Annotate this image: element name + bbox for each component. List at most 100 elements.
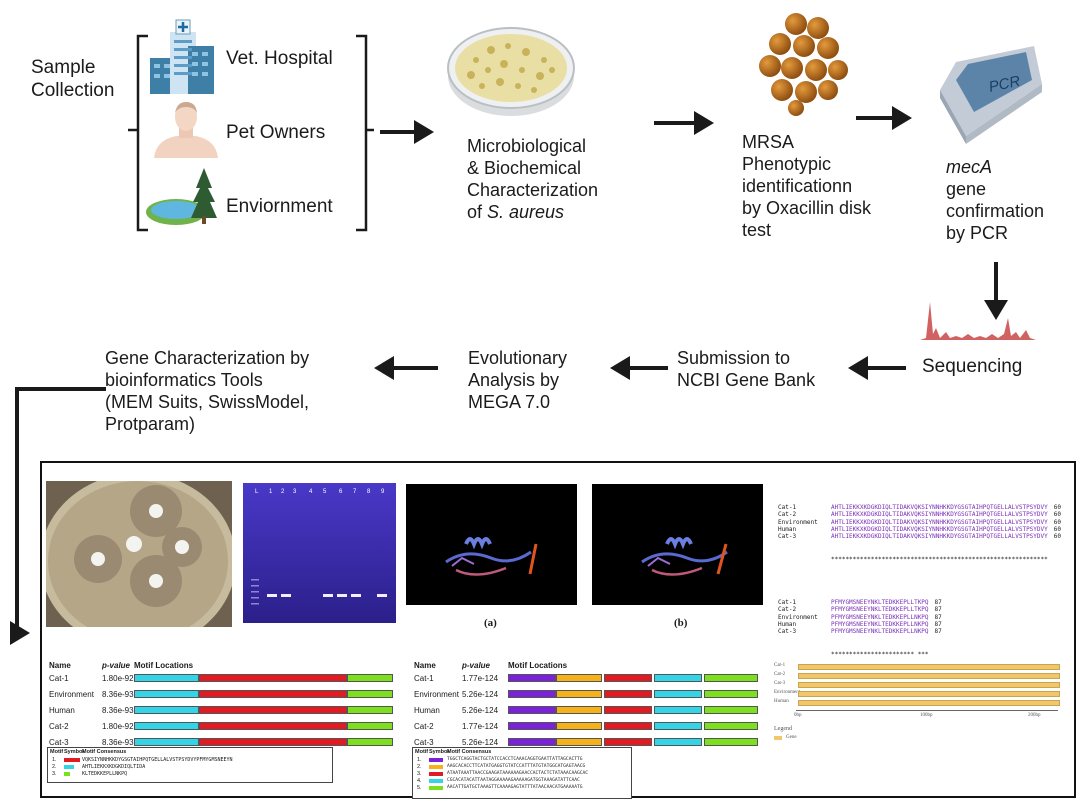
- motif-block-red: [604, 674, 652, 682]
- motif-block-cyan: [654, 706, 702, 714]
- motif1-legend-seq: KLTEDKKEPLLNKPQ: [82, 771, 128, 777]
- motif2-track: [412, 690, 762, 698]
- alignment-position: 60: [1053, 511, 1061, 519]
- motif-block-purple: [508, 738, 556, 746]
- motif-block-purple: [508, 690, 556, 698]
- alignment-seq-name: Environment: [778, 613, 818, 621]
- source-bracket-left: [136, 34, 148, 232]
- alignment-sequence: PFMYGMSNEEYNKLTEDKKEPLLNKPQ: [831, 613, 929, 621]
- pcr-machine-icon: PCR: [940, 46, 1042, 144]
- gel-lane-8: 8: [367, 489, 371, 495]
- motif1-row-pvalue: 8.36e-93: [102, 690, 134, 699]
- motif-block-green: [704, 690, 758, 698]
- motif2-track: [412, 706, 762, 714]
- motif2-legend-seq: AAGCACACCTTCATATGAGGTGTATCCATTTATGTATGGC…: [447, 764, 586, 769]
- motif2-legend-symbol: [429, 779, 443, 783]
- alignment-conservation-1: ****************************************…: [831, 555, 1048, 563]
- step-sequencing: Sequencing: [922, 356, 1023, 377]
- motif-block-green: [347, 674, 393, 682]
- alignment-seq-name: Cat-1: [778, 503, 797, 511]
- motif2-row-name: Human: [414, 706, 440, 715]
- gel-lane-3: 3: [293, 489, 297, 495]
- alignment-position: 60: [1053, 518, 1061, 526]
- track-axis: [796, 710, 1058, 711]
- motif-block-green: [704, 738, 758, 746]
- track-gene-bar: [798, 682, 1060, 688]
- gel-lane-2: 2: [281, 489, 285, 495]
- disk-diffusion-photo: [46, 481, 232, 627]
- lake-tree-icon: [146, 168, 217, 225]
- alignment-seq-name: Human: [778, 620, 797, 628]
- gel-lane-7: 7: [353, 489, 357, 495]
- alignment-sequence: AHTLIEKKXKDGKDIQLTIDAKVQKSIYNNHKKDYGSGTA…: [831, 533, 1048, 541]
- protein-structure-b: [592, 484, 763, 605]
- motif1-legend-id: 1.: [52, 757, 57, 763]
- petri-dish-icon: [447, 27, 575, 116]
- motif1-legend-h1: Symbol: [64, 749, 84, 755]
- alignment-row: Cat-1 AHTLIEKKXKDGKDIQLTIDAKVQKSIYNNHKKDY…: [778, 504, 1061, 511]
- motif1-legend-id: 2.: [52, 764, 57, 770]
- caption-b: (b): [674, 617, 688, 629]
- track-row-label: Environment: [774, 690, 801, 695]
- motif2-legend-seq: CGCACATACATTAATAGGAAAAAGAAAAAGATGGTAAAGA…: [447, 778, 580, 783]
- sample-collection-label: Sample Collection: [31, 57, 115, 101]
- source-vet-hospital: Vet. Hospital: [226, 48, 333, 69]
- motif2-legend-id: 3.: [417, 771, 422, 777]
- track-gene-bar: [798, 664, 1060, 670]
- motif2-legend-symbol: [429, 786, 443, 790]
- track-tick-200: 200bp: [1028, 713, 1041, 718]
- motif-block-orange: [556, 738, 602, 746]
- track-gene-bar: [798, 673, 1060, 679]
- motif-block-cyan: [134, 738, 199, 746]
- pcr-device-text: PCR: [987, 73, 1022, 96]
- alignment-conservation-2: *********************** ***: [831, 650, 929, 658]
- motif-block-orange: [556, 722, 602, 730]
- alignment-sequence: AHTLIEKKXKDGKDIQLTIDAKVQKSIYNNHKKDYGSGTA…: [831, 503, 1048, 511]
- motif2-legend-id: 4.: [417, 778, 422, 784]
- alignment-sequence: PFMYGMSNEEYNKLTEDKKEPLLTKPQ: [831, 598, 929, 606]
- motif2-legend-seq: TGGCTCAGGTACTGCTATCCACCTCAAACAGGTGAATTAT…: [447, 757, 583, 762]
- gel-lane-9: 9: [381, 489, 385, 495]
- motif1-row-pvalue: 1.80e-92: [102, 674, 134, 683]
- motif2-legend-symbol: [429, 765, 443, 769]
- motif-block-red: [604, 690, 652, 698]
- motif2-track: [412, 674, 762, 682]
- protein-structure-a: [406, 484, 577, 605]
- motif-block-cyan: [654, 738, 702, 746]
- alignment-seq-name: Human: [778, 526, 797, 534]
- motif-block-green: [347, 706, 393, 714]
- motif-block-purple: [508, 706, 556, 714]
- mrsa-cocci-icon: [759, 13, 848, 116]
- motif2-row-name: Cat-3: [414, 738, 434, 747]
- motif-block-cyan: [654, 674, 702, 682]
- alignment-sequence: PFMYGMSNEEYNKLTEDKKEPLLNKPQ: [831, 620, 929, 628]
- motif2-legend-seq: AACATTGATGCTAAAGTTCAAAAGAGTATTTATAACAACA…: [447, 785, 583, 790]
- motif1-header-loc: Motif Locations: [134, 661, 194, 670]
- motif2-row-pvalue: 1.77e-124: [462, 722, 499, 731]
- motif2-legend-id: 2.: [417, 764, 422, 770]
- track-gene-bar: [798, 700, 1060, 706]
- alignment-sequence: PFMYGMSNEEYNKLTEDKKEPLLTKPQ: [831, 606, 929, 614]
- motif1-legend-symbol: [64, 758, 80, 762]
- step-ncbi-submission: Submission to NCBI Gene Bank: [677, 348, 816, 390]
- motif1-track: [47, 690, 397, 698]
- alignment-position: 60: [1053, 533, 1061, 541]
- track-row-label: Cat-1: [774, 663, 786, 668]
- motif2-legend-symbol: [429, 758, 443, 762]
- gel-lane-4: 4: [309, 489, 313, 495]
- meca-gene-name: mecA: [946, 157, 993, 177]
- alignment-seq-name: Cat-3: [778, 628, 797, 636]
- motif-block-green: [704, 722, 758, 730]
- track-legend-item: Gene: [786, 735, 797, 740]
- alignment-sequence: AHTLIEKKXKDGKDIQLTIDAKVQKSIYNNHKKDYGSGTA…: [831, 518, 1048, 526]
- caption-a: (a): [484, 617, 497, 629]
- motif-block-cyan: [134, 706, 199, 714]
- alignment-position: 87: [934, 628, 942, 636]
